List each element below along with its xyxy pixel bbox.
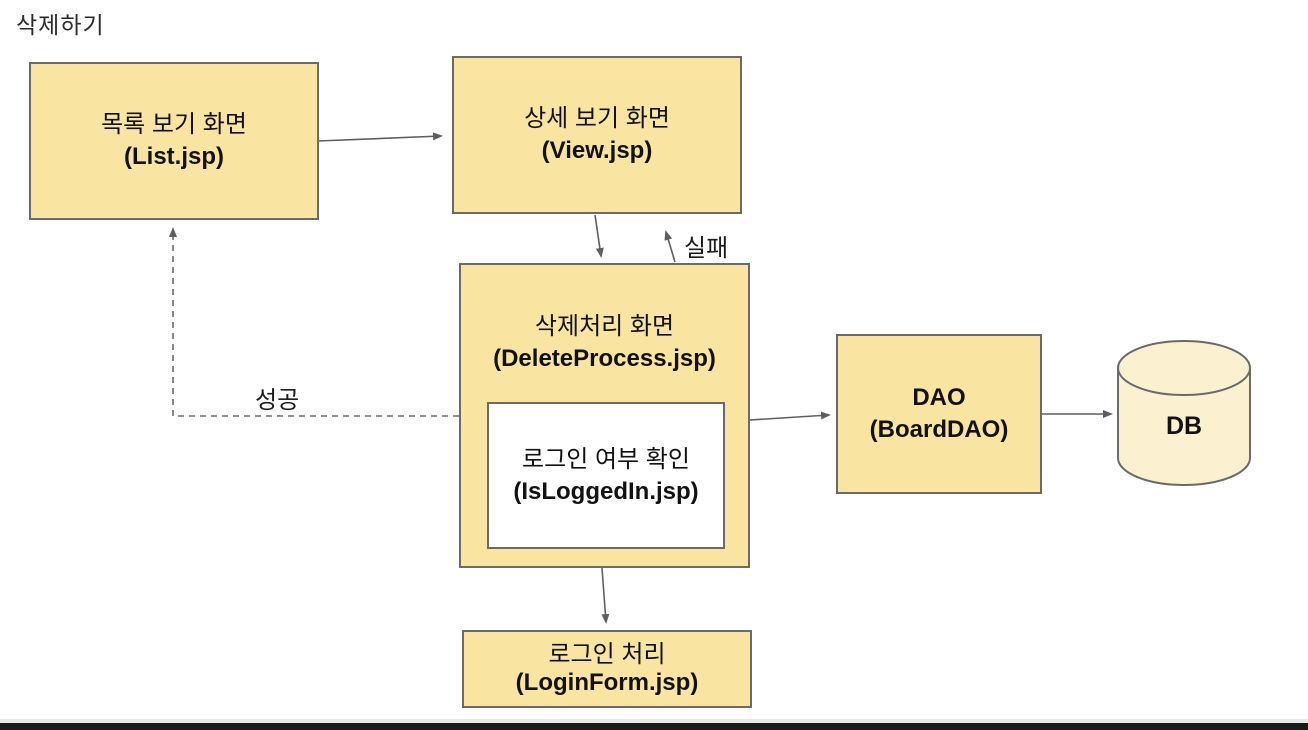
edge-deleteprocess-to-loginform xyxy=(601,567,610,624)
db-cylinder-shape xyxy=(1117,340,1251,486)
node-list-jsp: 목록 보기 화면 (List.jsp) xyxy=(29,62,319,220)
node-subtitle: (View.jsp) xyxy=(541,137,653,164)
node-view-jsp: 상세 보기 화면 (View.jsp) xyxy=(452,56,742,214)
edge-list-to-view xyxy=(317,132,443,142)
node-dao: DAO (BoardDAO) xyxy=(836,334,1042,494)
edge-view-to-deleteprocess xyxy=(594,214,604,258)
node-subtitle: (BoardDAO) xyxy=(869,416,1009,443)
node-loginform-jsp: 로그인 처리 (LoginForm.jsp) xyxy=(462,630,752,708)
page-divider-light xyxy=(0,719,1308,723)
node-title: 상세 보기 화면 xyxy=(524,105,670,132)
edge-deleteprocess-to-dao xyxy=(749,411,831,421)
edge-label-success: 성공 xyxy=(255,387,300,414)
node-subtitle: (LoginForm.jsp) xyxy=(515,669,699,696)
node-title: 로그인 여부 확인 xyxy=(522,445,690,473)
edge-success-deleteprocess-to-list xyxy=(169,227,459,417)
node-title: 삭제처리 화면 xyxy=(534,313,675,340)
node-subtitle: (IsLoggedIn.jsp) xyxy=(513,477,699,505)
node-title: DAO xyxy=(912,384,966,411)
node-isloggedin-jsp: 로그인 여부 확인 (IsLoggedIn.jsp) xyxy=(487,402,725,549)
edge-fail-deleteprocess-to-view xyxy=(664,230,676,263)
node-title: 로그인 처리 xyxy=(548,641,666,668)
edge-label-fail: 실패 xyxy=(684,235,729,262)
page-bottom-divider xyxy=(0,723,1308,730)
node-db-label: DB xyxy=(1165,411,1203,440)
diagram-title: 삭제하기 xyxy=(16,12,105,38)
node-subtitle: (DeleteProcess.jsp) xyxy=(493,345,716,372)
node-title: 목록 보기 화면 xyxy=(101,111,247,138)
node-subtitle: (List.jsp) xyxy=(124,143,224,170)
